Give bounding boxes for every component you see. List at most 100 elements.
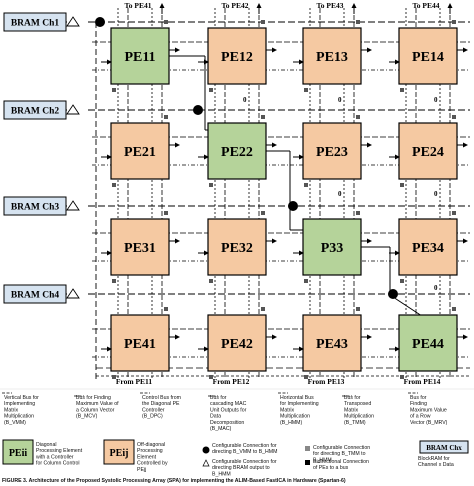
pe-label: PE11	[124, 50, 155, 65]
legend-text: Decomposition	[210, 420, 244, 426]
legend-text: Matrix	[4, 407, 19, 413]
pe-label: P33	[321, 241, 344, 256]
bidirectional-connection-icon	[66, 200, 80, 211]
legend-text: Transposed	[344, 401, 371, 407]
legend-text: (B_HMM)	[280, 420, 302, 426]
legend-text: Maximum Value of	[76, 401, 119, 407]
bus-junction-square	[112, 183, 116, 187]
legend-text: of PEs to a bus	[313, 465, 349, 471]
legend-text: Control Bus from	[142, 395, 181, 401]
legend-text: (B_VMM)	[4, 420, 26, 426]
bus-junction-square	[304, 279, 308, 283]
bus-junction-square	[112, 88, 116, 92]
pe-43: PE43	[293, 314, 372, 372]
pe-32: PE32	[198, 218, 277, 276]
bus-junction-square	[452, 115, 456, 119]
bidirectional-connection-icon	[66, 16, 80, 27]
legend-text: Element	[137, 454, 157, 460]
off-diagonal-pe-box	[302, 122, 362, 180]
pe-label: PE42	[221, 337, 253, 352]
config-triangle-icon	[202, 459, 210, 467]
pe-42: PE42	[198, 314, 277, 372]
pe-label: PE32	[221, 241, 253, 256]
top-label: To PE43	[316, 1, 343, 10]
legend-text: Multiplication	[280, 414, 310, 420]
bus-junction-square	[304, 375, 308, 379]
configurable-connection-icon	[288, 201, 298, 211]
pe-23: PE23	[293, 122, 372, 180]
bidir-square-icon	[305, 460, 310, 465]
pe-22: PE22	[198, 122, 277, 180]
legend-text: Data	[210, 414, 221, 420]
legend-text: Vertical Bus for	[4, 395, 39, 401]
bottom-label: From PE14	[404, 377, 441, 386]
legend-text: Bidirectional Connection	[313, 459, 369, 465]
legend-pe-ij: PEijOff-diagonalProcessingElementControl…	[103, 439, 168, 473]
configurable-connection-icon	[193, 105, 203, 115]
diagonal-pe-box	[110, 27, 170, 85]
off-diagonal-pe-box	[302, 27, 362, 85]
legend-text: for Column Control	[36, 461, 80, 467]
bus-junction-square	[164, 115, 168, 119]
bus-junction-square	[261, 211, 265, 215]
legend-text: Processing Element	[36, 448, 83, 454]
bus-junction-square	[112, 375, 116, 379]
pe-label: PE44	[412, 337, 444, 352]
legend-text: Controller	[142, 407, 165, 413]
bus-junction-square	[209, 183, 213, 187]
bram-swatch	[419, 440, 469, 454]
pe-label: PE24	[412, 145, 444, 160]
bus-junction-square	[356, 307, 360, 311]
legend-text: Finding	[410, 401, 427, 407]
legend-text: Multiplication	[4, 414, 34, 420]
legend-text: Vector (B_MRV)	[410, 420, 448, 426]
legend-text: Bus for	[410, 395, 427, 401]
bidirectional-connection-icon	[66, 104, 80, 115]
legend-text: (B_DPC)	[142, 414, 163, 420]
top-label: To PE44	[412, 1, 439, 10]
pe-44: PE44	[389, 314, 468, 372]
pe-label: PE31	[124, 241, 156, 256]
legend-text: for directing B_TMM to	[313, 451, 366, 457]
pe-ii-label: PEii	[9, 448, 28, 459]
pe-label: PE12	[221, 50, 253, 65]
bram-label: BRAM Ch3	[11, 203, 60, 213]
zero-label: 0	[434, 190, 438, 198]
pe-label: PE34	[412, 241, 444, 256]
off-diagonal-pe-box	[398, 218, 458, 276]
legend-text: for Implementing	[280, 401, 319, 407]
legend-text: Multiplication	[344, 414, 374, 420]
pe-ij-label: PEij	[110, 448, 129, 459]
off-diagonal-pe-box	[110, 218, 170, 276]
bram-label: BRAM Ch4	[11, 291, 60, 301]
legend-text: Channel x Data	[418, 462, 454, 468]
configurable-connection-icon	[388, 289, 398, 299]
top-label: To PE42	[221, 1, 248, 10]
bus-junction-square	[164, 211, 168, 215]
pe-label: PE21	[124, 145, 156, 160]
legend-text: (B_MAC)	[210, 426, 232, 432]
off-diagonal-pe-box	[110, 314, 170, 372]
legend-text: Diagonal	[36, 442, 56, 448]
legend-text: B_HMM	[212, 471, 231, 477]
zero-label: 0	[434, 96, 438, 104]
bus-junction-square	[400, 88, 404, 92]
zero-label: 0	[243, 96, 247, 104]
config-circle-icon	[202, 446, 210, 454]
off-diagonal-pe-box	[207, 218, 267, 276]
legend-text: Horizontal Bus	[280, 395, 314, 401]
pe-41: PE41	[101, 314, 180, 372]
zero-label: 0	[434, 284, 438, 292]
legend-text: Controlled by	[137, 461, 168, 467]
bus-junction-square	[304, 183, 308, 187]
legend-bus-1: Vertical Bus forImplementingMatrixMultip…	[2, 392, 39, 426]
legend-text: with a Controller	[36, 454, 74, 460]
off-diagonal-pe-box	[110, 122, 170, 180]
legend-text: Maximum Value	[410, 407, 447, 413]
